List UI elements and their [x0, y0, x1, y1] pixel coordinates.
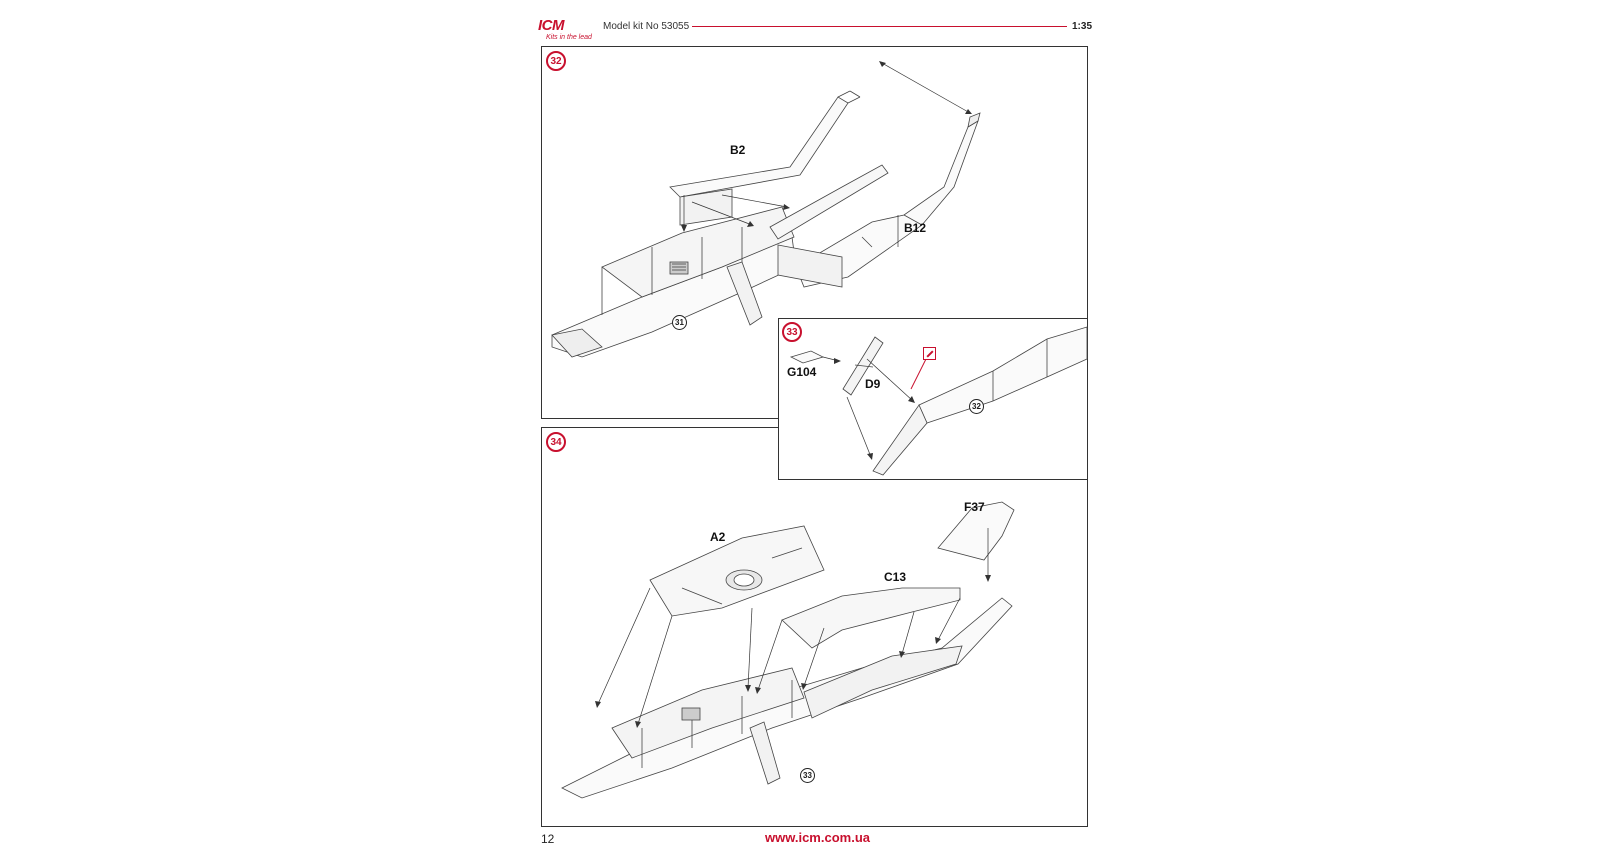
part-label-b2: B2 — [730, 143, 746, 157]
glue-icon — [923, 347, 936, 360]
reference-step-badge: 33 — [800, 768, 815, 783]
step-33-illustration — [789, 326, 1088, 476]
step-33-panel: 33 G104 D9 32 — [778, 318, 1088, 480]
reference-step-badge: 31 — [672, 315, 687, 330]
scale-label: 1:35 — [1072, 21, 1093, 32]
logo-tagline: Kits in the lead — [546, 34, 592, 41]
part-label-d9: D9 — [865, 377, 881, 391]
website-link[interactable]: www.icm.com.ua — [765, 830, 870, 845]
page-number: 12 — [541, 832, 555, 846]
part-label-c13: C13 — [884, 570, 907, 584]
step-number-badge: 33 — [782, 322, 802, 342]
step-34-panel: 34 A2 F37 C13 33 — [541, 427, 1088, 827]
part-label-g104: G104 — [787, 365, 817, 379]
part-label-a2: A2 — [710, 530, 726, 544]
step-32-illustration — [551, 61, 981, 358]
kit-number: Model kit No 53055 — [603, 21, 690, 32]
part-label-b12: B12 — [904, 221, 927, 235]
logo-text: ICM — [538, 17, 565, 34]
part-label-f37: F37 — [964, 500, 985, 514]
icm-logo: ICM Kits in the lead — [538, 17, 598, 45]
step-number-badge: 34 — [546, 432, 566, 452]
header-divider — [692, 26, 1067, 27]
reference-step-badge: 32 — [969, 399, 984, 414]
step-34-illustration — [561, 501, 1015, 799]
step-number-badge: 32 — [546, 51, 566, 71]
